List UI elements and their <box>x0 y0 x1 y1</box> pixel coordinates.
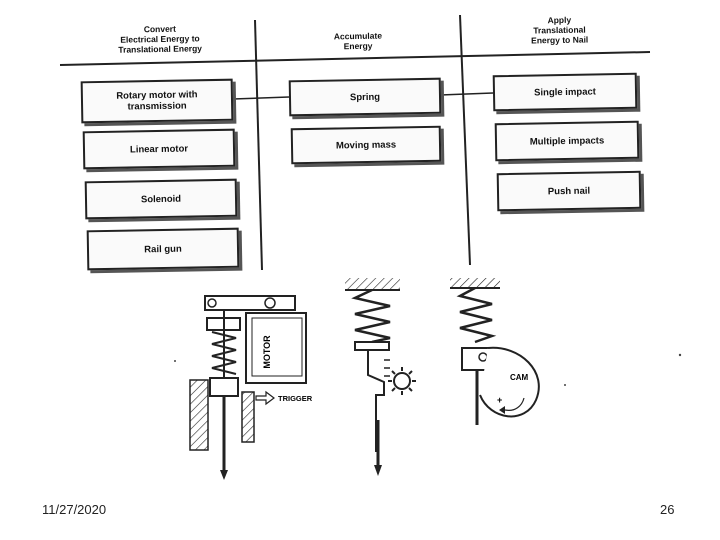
connector-motor-spring <box>232 96 290 100</box>
column-divider-2 <box>459 14 471 266</box>
trigger-label: TRIGGER <box>278 394 313 403</box>
motor-label: MOTOR <box>262 335 272 369</box>
footer-page-number: 26 <box>660 502 675 517</box>
cam-pivot-symbol: + <box>497 395 502 405</box>
cam-label: CAM <box>510 373 529 382</box>
footer-date: 11/27/2020 <box>42 502 107 517</box>
header-rule <box>59 51 651 66</box>
column-divider-1 <box>254 19 263 271</box>
scan-speck <box>174 360 176 362</box>
scan-speck <box>678 353 682 357</box>
connector-spring-impact <box>439 92 494 96</box>
cam-mechanism-sketch: CAM + <box>450 278 540 425</box>
motor-mechanism-sketch: MOTOR TRIGGER <box>189 295 313 480</box>
scan-speck <box>564 384 566 386</box>
rack-pinion-mechanism-sketch <box>345 278 416 476</box>
